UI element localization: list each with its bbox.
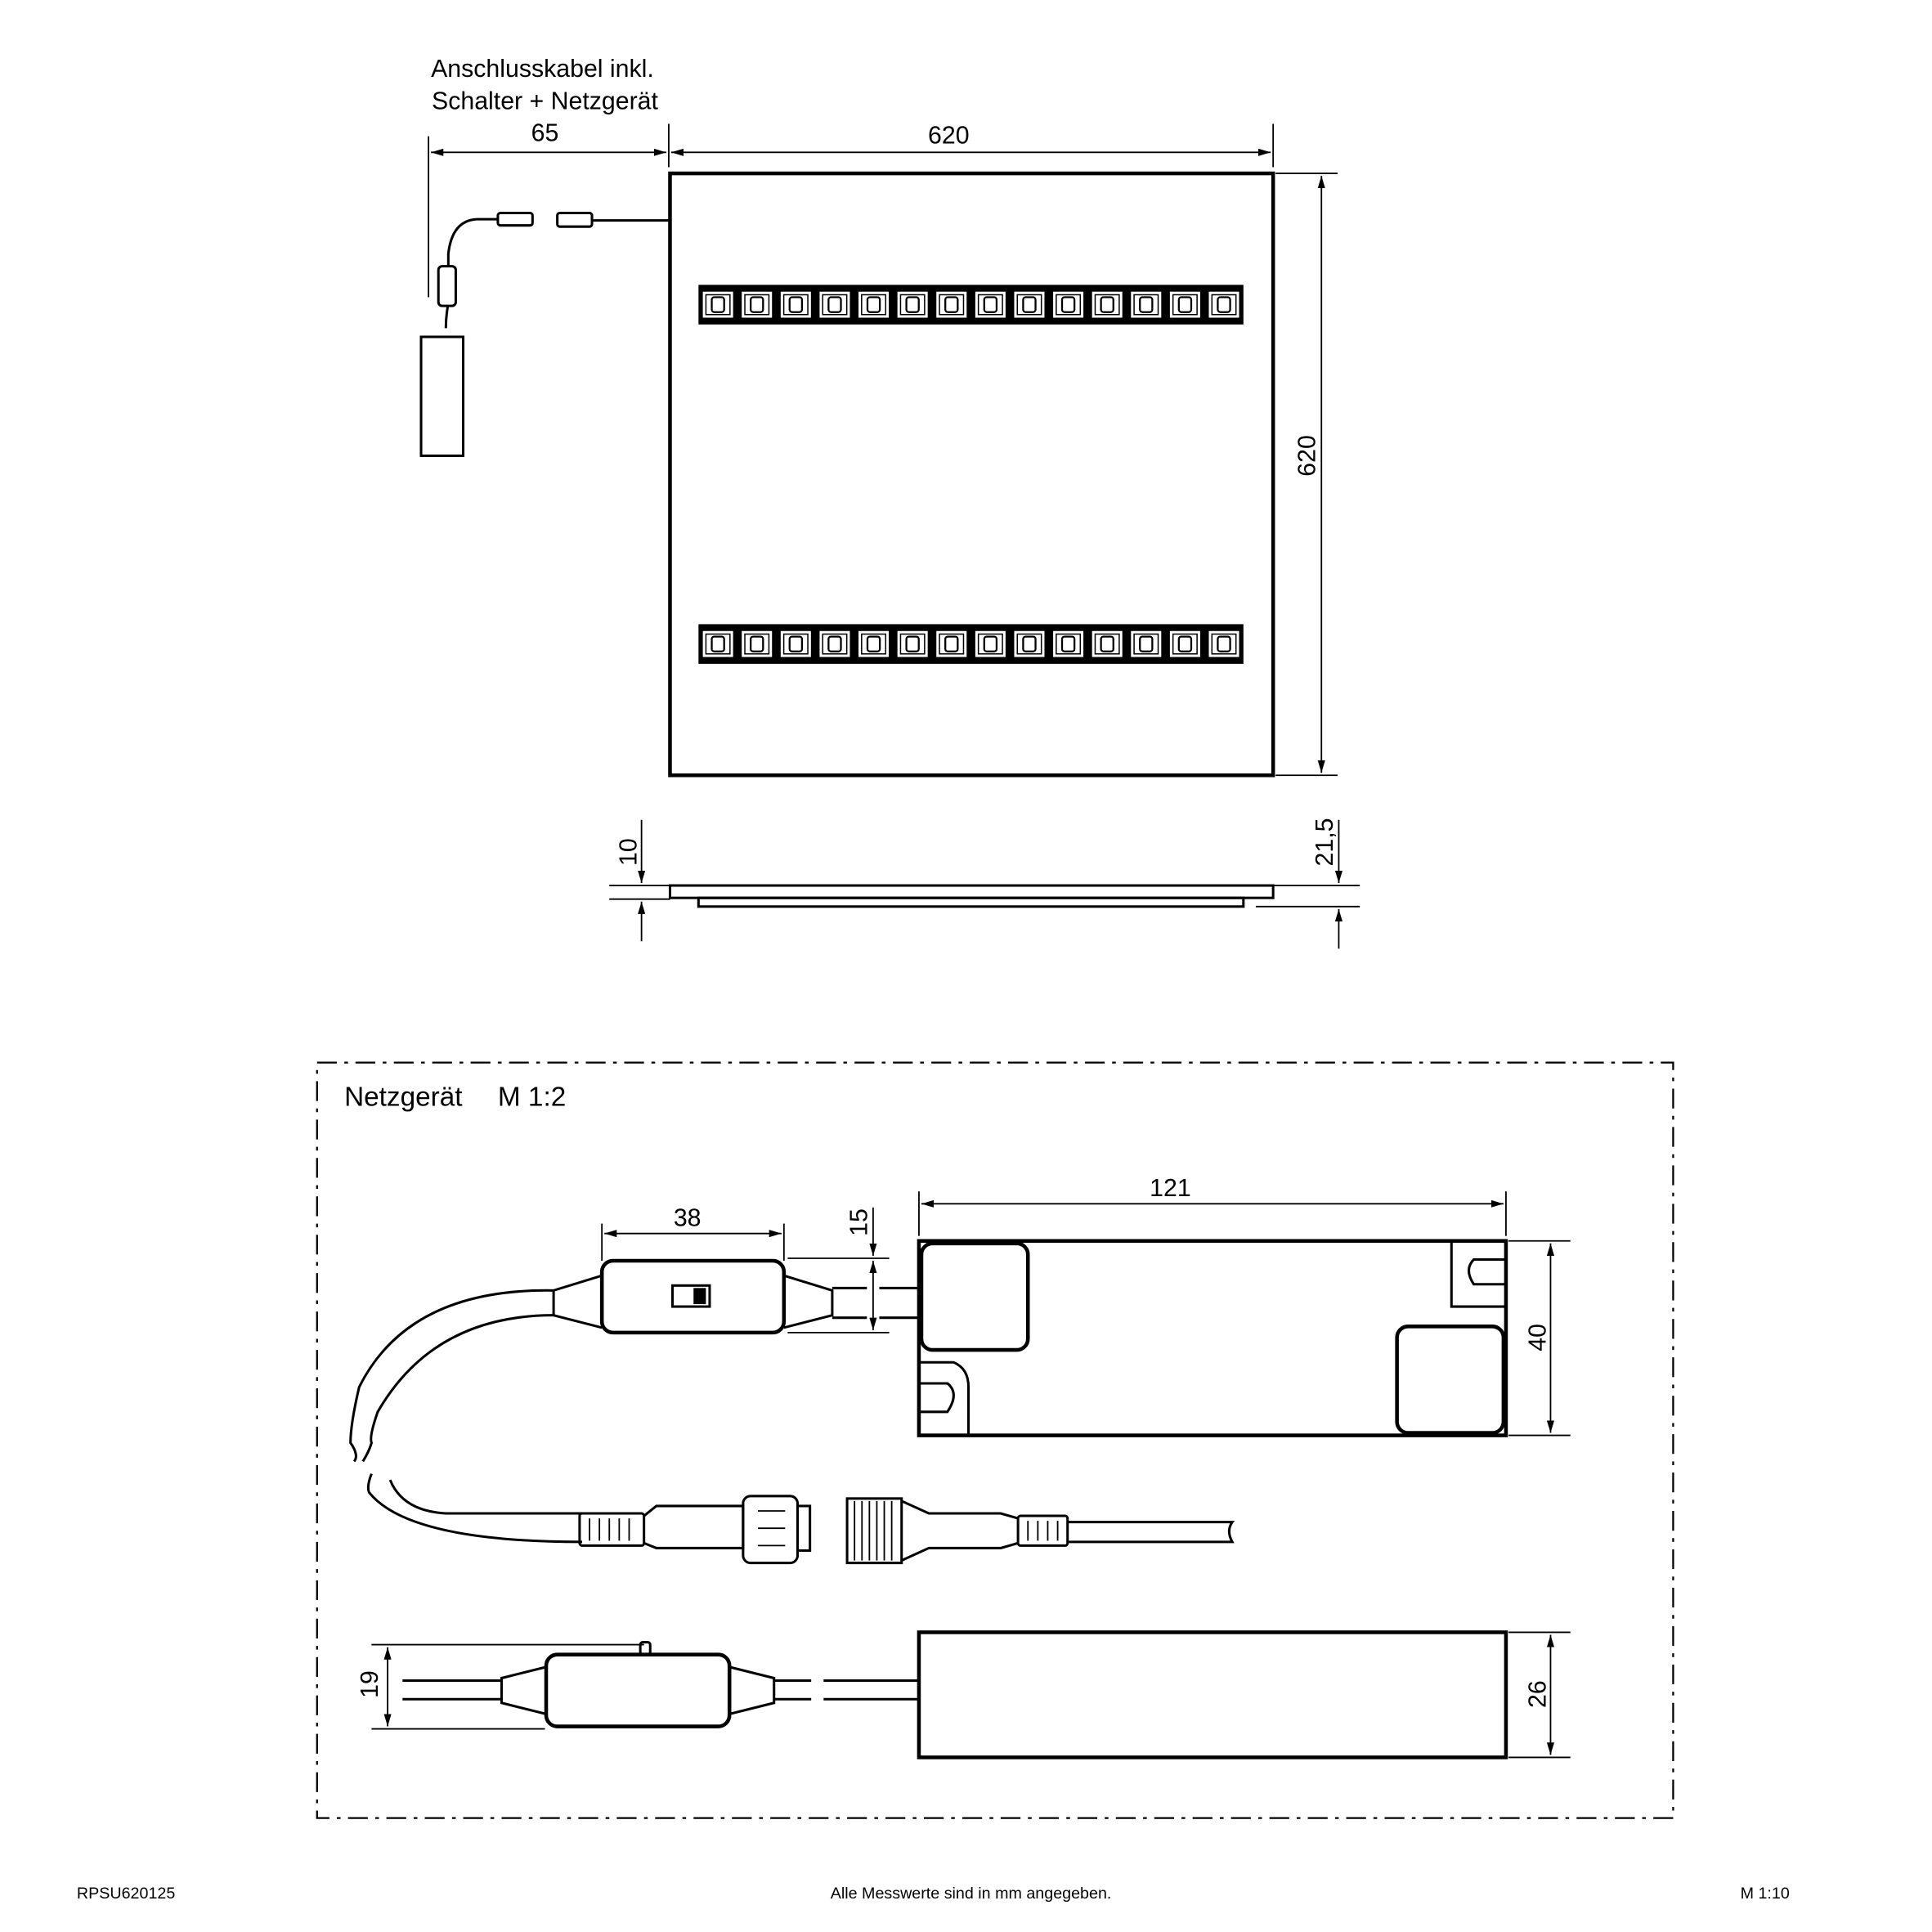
units-note: Alle Messwerte sind in mm angegeben. [831, 1885, 1112, 1903]
switch-small [437, 265, 457, 307]
led-chip [974, 290, 1007, 320]
led-chip [1207, 290, 1241, 320]
detail-scale: M 1:2 [498, 1083, 566, 1113]
led-chip [702, 630, 735, 659]
led-chip [896, 630, 930, 659]
led-chip [1012, 290, 1046, 320]
led-chip [779, 630, 813, 659]
connector-grip-right [1016, 1514, 1069, 1547]
led-chip [896, 290, 930, 320]
psu-body [917, 1239, 1508, 1437]
connector-grip-left [578, 1512, 646, 1547]
switch-side [544, 1652, 732, 1728]
panel-outline [668, 171, 1275, 778]
connector-female [845, 1497, 903, 1565]
led-row-bottom [698, 624, 1244, 664]
dim-switch-length: 38 [674, 1205, 702, 1232]
led-chip [1168, 630, 1202, 659]
dim-panel-width: 620 [928, 123, 970, 150]
switch-toggle-icon [670, 1284, 711, 1308]
led-chip [974, 630, 1007, 659]
led-chip [779, 290, 813, 320]
dim-total-height: 21,5 [1311, 818, 1338, 867]
led-chip [702, 290, 735, 320]
psu-detail: Netzgerät M 1:2 38 15 121 [316, 1061, 1674, 1819]
dim-switch-side: 19 [356, 1670, 383, 1698]
panel-top-view: Anschlusskabel inkl. Schalter + Netzgerä… [419, 56, 1338, 778]
led-chip [935, 290, 968, 320]
led-chip [1091, 630, 1124, 659]
led-chip [935, 630, 968, 659]
dim-psu-height: 26 [1524, 1680, 1551, 1708]
led-chip [1012, 630, 1046, 659]
led-chip [740, 290, 773, 320]
drawing-scale: M 1:10 [1741, 1885, 1790, 1903]
led-chip [1207, 630, 1241, 659]
led-chip [818, 630, 851, 659]
dim-cable-length: 65 [531, 120, 559, 147]
led-chip [1051, 290, 1085, 320]
dim-psu-length: 121 [1150, 1175, 1191, 1202]
led-chip [740, 630, 773, 659]
led-chip [857, 290, 890, 320]
dim-thickness: 10 [616, 838, 643, 866]
cable-label-line2: Schalter + Netzgerät [432, 87, 658, 114]
psu-small [419, 335, 465, 457]
led-chip [1051, 630, 1085, 659]
detail-title: Netzgerät [344, 1083, 463, 1113]
psu-side [917, 1630, 1508, 1759]
article-number: RPSU620125 [77, 1885, 175, 1903]
cable-label-line1: Anschlusskabel inkl. [431, 56, 654, 83]
led-chip [818, 290, 851, 320]
led-chip [857, 630, 890, 659]
dim-panel-height: 620 [1294, 435, 1321, 477]
dim-psu-width: 40 [1524, 1324, 1551, 1352]
switch-body [599, 1258, 787, 1335]
panel-side-view: 10 21,5 [609, 818, 1360, 949]
led-chip [1129, 630, 1163, 659]
led-chip [1129, 290, 1163, 320]
led-row-top [698, 285, 1244, 325]
led-chip [1168, 290, 1202, 320]
dim-switch-height: 15 [845, 1208, 872, 1236]
led-chip [1091, 290, 1124, 320]
connector-nut [742, 1495, 800, 1565]
